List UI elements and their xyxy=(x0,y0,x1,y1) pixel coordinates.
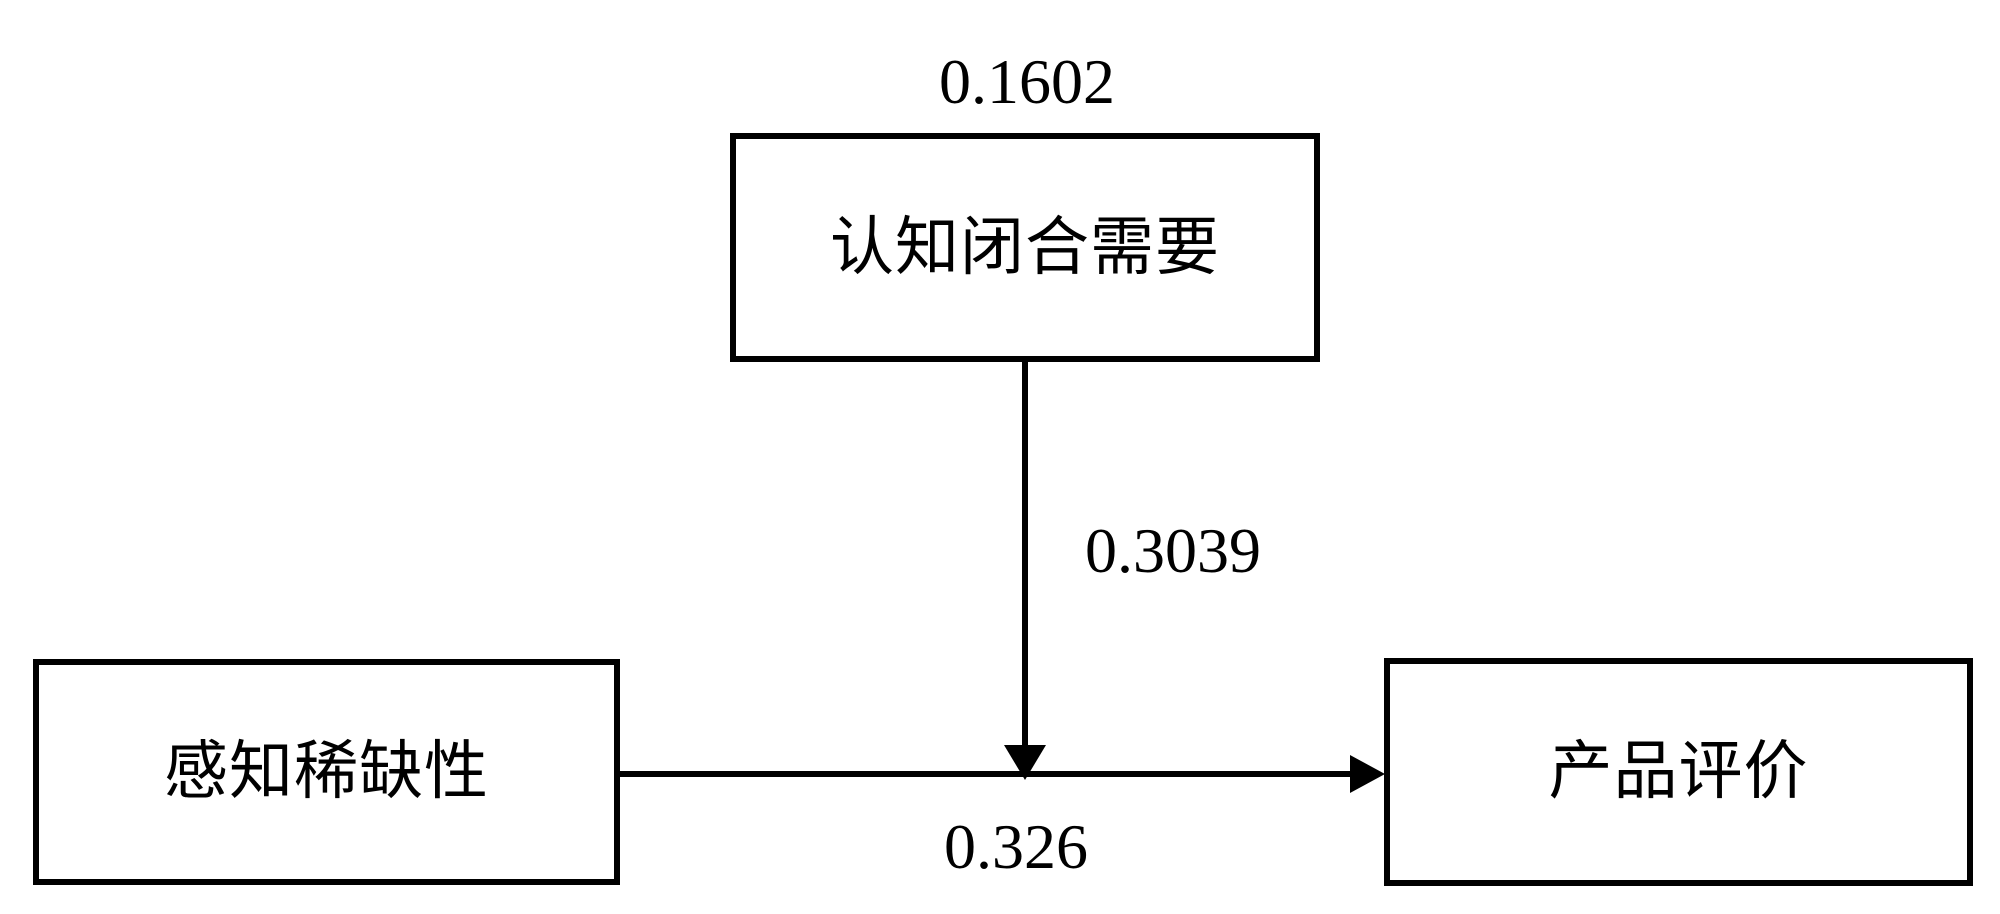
arrowhead-right-icon xyxy=(1350,755,1385,793)
moderation-path-coefficient-label: 0.3039 xyxy=(1085,515,1261,586)
moderator-coefficient-label: 0.1602 xyxy=(939,46,1115,117)
direct-path-coefficient-label: 0.326 xyxy=(944,811,1088,882)
moderator-node-box: 认知闭合需要 xyxy=(730,133,1320,362)
dependent-node-label: 产品评价 xyxy=(1548,736,1809,807)
moderator-node-label: 认知闭合需要 xyxy=(830,211,1220,283)
moderation-arrow-shaft xyxy=(1022,362,1028,747)
independent-node-label: 感知稀缺性 xyxy=(164,736,489,807)
independent-node-box: 感知稀缺性 xyxy=(33,659,620,885)
dependent-node-box: 产品评价 xyxy=(1384,658,1973,886)
direct-path-arrow-shaft xyxy=(620,771,1352,777)
